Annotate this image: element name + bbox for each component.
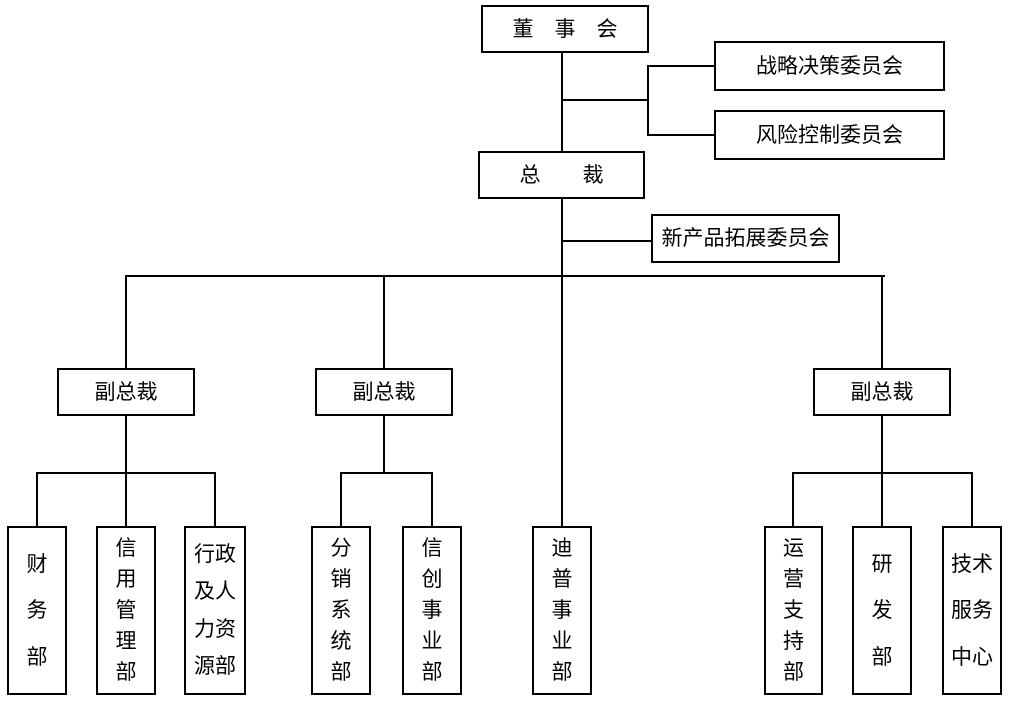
node-distribution-system-dept-line: 系: [330, 598, 352, 622]
node-xinchuang-business-division: 信 创 事 业 部: [402, 526, 462, 695]
node-finance-dept-line: 财: [26, 551, 48, 576]
connector-left-branch: [36, 472, 216, 474]
node-new-product-expansion-committee: 新产品拓展委员会: [651, 214, 840, 263]
node-dipu-business-division-line: 普: [551, 567, 573, 591]
connector-distribution-drop: [340, 474, 342, 526]
node-technical-service-center: 技术 服务 中心: [942, 526, 1002, 695]
node-xinchuang-business-division-line: 事: [421, 598, 443, 622]
node-rnd-dept-line: 研: [871, 551, 893, 576]
node-operations-support-dept-line: 支: [783, 598, 804, 622]
node-operations-support-dept-line: 持: [783, 629, 804, 653]
node-admin-hr-dept-line: 及人: [194, 579, 236, 604]
node-distribution-system-dept: 分 销 系 统 部: [311, 526, 371, 695]
connector-newproduct-stub: [562, 240, 651, 242]
node-strategy-decision-committee-label: 战略决策委员会: [756, 53, 903, 78]
node-risk-control-committee: 风险控制委员会: [714, 110, 945, 160]
node-board-of-directors: 董 事 会: [481, 5, 649, 53]
node-credit-management-dept: 信 用 管 理 部: [96, 526, 156, 695]
connector-middle-branch: [340, 472, 433, 474]
node-operations-support-dept-line: 部: [783, 660, 804, 684]
node-vp-right-label: 副总裁: [850, 379, 914, 404]
connector-adminhr-drop: [214, 474, 216, 526]
node-rnd-dept-line: 发: [871, 598, 893, 622]
node-technical-service-center-line: 中心: [951, 644, 993, 669]
node-credit-management-dept-line: 信: [115, 536, 137, 560]
connector-techservice-drop: [971, 474, 973, 526]
node-risk-control-committee-label: 风险控制委员会: [756, 122, 903, 147]
node-dipu-business-division-line: 事: [551, 598, 573, 622]
node-distribution-system-dept-line: 部: [330, 660, 352, 684]
connector-finance-drop: [36, 474, 38, 526]
connector-vp-right-stem: [881, 416, 883, 526]
node-new-product-expansion-committee-label: 新产品拓展委员会: [661, 226, 830, 250]
connector-committees-h: [562, 99, 648, 101]
node-xinchuang-business-division-line: 信: [421, 536, 443, 560]
node-board-of-directors-label: 董 事 会: [512, 16, 618, 41]
connector-board-president: [561, 53, 563, 151]
node-vp-left-label: 副总裁: [94, 379, 158, 404]
node-xinchuang-business-division-line: 业: [421, 629, 443, 653]
node-rnd-dept: 研 发 部: [852, 526, 912, 695]
node-operations-support-dept: 运 营 支 持 部: [764, 526, 823, 695]
node-dipu-business-division: 迪 普 事 业 部: [532, 526, 592, 695]
connector-vp-middle-drop: [383, 277, 385, 368]
node-dipu-business-division-line: 迪: [551, 536, 573, 560]
node-vp-right: 副总裁: [813, 368, 951, 416]
node-credit-management-dept-line: 部: [115, 660, 137, 684]
connector-operations-drop: [792, 474, 794, 526]
node-xinchuang-business-division-line: 创: [421, 567, 443, 591]
node-admin-hr-dept: 行政 及人 力资 源部: [184, 526, 246, 695]
node-vp-left: 副总裁: [57, 368, 195, 416]
connector-president-down: [561, 199, 563, 526]
node-finance-dept: 财 务 部: [7, 526, 67, 695]
node-strategy-decision-committee: 战略决策委员会: [714, 41, 945, 91]
node-technical-service-center-line: 技术: [951, 551, 993, 576]
node-operations-support-dept-line: 营: [783, 567, 804, 591]
node-operations-support-dept-line: 运: [783, 536, 804, 560]
node-rnd-dept-line: 部: [871, 644, 893, 669]
node-xinchuang-business-division-line: 部: [421, 660, 443, 684]
node-credit-management-dept-line: 用: [115, 567, 137, 591]
node-president: 总 裁: [478, 151, 645, 199]
node-credit-management-dept-line: 管: [115, 598, 137, 622]
node-credit-management-dept-line: 理: [115, 629, 137, 653]
node-finance-dept-line: 部: [26, 644, 48, 669]
node-finance-dept-line: 务: [26, 598, 48, 622]
connector-strategy-stub: [648, 65, 714, 67]
node-admin-hr-dept-line: 源部: [194, 653, 236, 678]
connector-vp-left-drop: [125, 277, 127, 368]
connector-main-horizontal: [125, 275, 885, 277]
node-president-label: 总 裁: [519, 162, 604, 187]
connector-vp-left-stem: [125, 416, 127, 526]
node-distribution-system-dept-line: 分: [330, 536, 352, 560]
node-admin-hr-dept-line: 力资: [194, 616, 236, 641]
connector-right-branch: [792, 472, 973, 474]
connector-committees-v: [647, 65, 649, 136]
node-admin-hr-dept-line: 行政: [194, 542, 236, 567]
connector-vp-right-drop: [881, 277, 883, 368]
node-vp-middle-label: 副总裁: [352, 379, 416, 404]
node-dipu-business-division-line: 部: [551, 660, 573, 684]
connector-vp-middle-stem: [383, 416, 385, 474]
connector-risk-stub: [648, 134, 714, 136]
node-distribution-system-dept-line: 销: [330, 567, 352, 591]
node-distribution-system-dept-line: 统: [330, 629, 352, 653]
connector-xinchuang-drop: [431, 474, 433, 526]
node-technical-service-center-line: 服务: [951, 598, 993, 622]
node-dipu-business-division-line: 业: [551, 629, 573, 653]
node-vp-middle: 副总裁: [315, 368, 453, 416]
